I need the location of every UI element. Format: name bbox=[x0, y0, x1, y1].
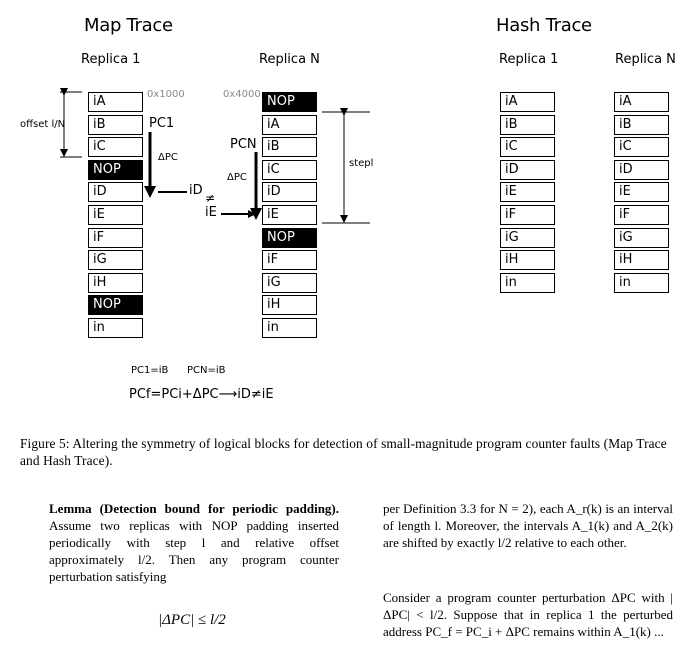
id-pointer-label: iD bbox=[189, 183, 203, 198]
map-replicaN-cell: iD bbox=[262, 182, 317, 203]
hash-replicaN-cell: iE bbox=[614, 182, 669, 203]
map-replica1-cell: iE bbox=[88, 205, 143, 225]
lemma-body: Assume two replicas with NOP padding ins… bbox=[49, 518, 339, 584]
map-replica1-cell: iH bbox=[88, 272, 143, 293]
ie-pointer-label: iE bbox=[205, 205, 217, 220]
map-replica1-cell: iG bbox=[88, 250, 143, 271]
hash-replica1-cell: iD bbox=[500, 159, 555, 180]
pc1-label: PC1 bbox=[149, 116, 175, 131]
map-replicaN-cell: iB bbox=[262, 137, 317, 158]
hash-replica1-cell: iC bbox=[500, 137, 555, 158]
hash-trace-title: Hash Trace bbox=[496, 15, 592, 36]
neq-symbol: ≠ bbox=[205, 191, 216, 205]
hash-replicaN-cell: in bbox=[614, 272, 669, 293]
hash-replica1-cell: iB bbox=[500, 114, 555, 135]
map-replicaN-cell: iF bbox=[262, 250, 317, 271]
map-replicaN-cell: iG bbox=[262, 272, 317, 293]
map-replica1-cell: iD bbox=[88, 182, 143, 203]
map-replica1-cell: in bbox=[88, 318, 143, 338]
map-replica1-label: Replica 1 bbox=[81, 52, 141, 67]
hash-replica1-label: Replica 1 bbox=[499, 52, 559, 67]
delta-pc-n-label: ΔPC bbox=[227, 172, 247, 183]
pcn-label: PCN bbox=[230, 137, 257, 152]
lemma-equation: |ΔPC| ≤ l/2 bbox=[158, 612, 226, 628]
step-label: stepl bbox=[349, 158, 374, 169]
hash-replicaN-cell: iF bbox=[614, 205, 669, 225]
hash-replica1-cell: iE bbox=[500, 182, 555, 203]
offset-label: offset l/N bbox=[20, 119, 66, 130]
map-replica1-cell: NOP bbox=[88, 295, 143, 316]
pc-formula: PCf=PCi+ΔPC⟶iD≠iE bbox=[129, 387, 274, 402]
map-replicaN-cell: iA bbox=[262, 114, 317, 135]
replicaN-base-address: 0x4000 bbox=[223, 89, 261, 100]
right-paragraph-2: Consider a program counter perturbation … bbox=[383, 590, 673, 639]
hash-replicaN-cell: iG bbox=[614, 227, 669, 248]
map-replicaN-cell: NOP bbox=[262, 227, 317, 248]
hash-replicaN-cell: iA bbox=[614, 92, 669, 112]
map-replica1-cell: NOP bbox=[88, 159, 143, 180]
right-paragraph-1: per Definition 3.3 for N = 2), each A_r(… bbox=[383, 501, 673, 550]
offset-bracket bbox=[60, 88, 82, 158]
map-replica1-cell: iA bbox=[88, 92, 143, 112]
pc1-delta-arrow bbox=[144, 132, 156, 198]
note-pcn: PCN=iB bbox=[187, 365, 226, 376]
figure-caption: Figure 5: Altering the symmetry of logic… bbox=[20, 436, 667, 468]
delta-pc-1-label: ΔPC bbox=[158, 152, 178, 163]
map-replica1-cell: iF bbox=[88, 227, 143, 248]
map-replicaN-label: Replica N bbox=[259, 52, 320, 67]
map-replicaN-cell: NOP bbox=[262, 92, 317, 112]
hash-replica1-cell: iF bbox=[500, 205, 555, 225]
figure-arrows bbox=[60, 88, 370, 224]
lemma-block: Lemma (Detection bound for periodic padd… bbox=[49, 500, 339, 585]
replica1-base-address: 0x1000 bbox=[147, 89, 185, 100]
hash-replicaN-cell: iD bbox=[614, 159, 669, 180]
hash-replica1-cell: in bbox=[500, 272, 555, 293]
map-replicaN-cell: iE bbox=[262, 205, 317, 225]
map-trace-title: Map Trace bbox=[84, 15, 173, 36]
map-replica1-cell: iB bbox=[88, 114, 143, 135]
map-replicaN-cell: in bbox=[262, 318, 317, 338]
hash-replica1-cell: iA bbox=[500, 92, 555, 112]
hash-replicaN-cell: iC bbox=[614, 137, 669, 158]
hash-replicaN-label: Replica N bbox=[615, 52, 676, 67]
hash-replicaN-cell: iH bbox=[614, 250, 669, 271]
hash-replica1-cell: iH bbox=[500, 250, 555, 271]
map-replica1-cell: iC bbox=[88, 137, 143, 158]
lemma-title: Lemma (Detection bound for periodic padd… bbox=[49, 501, 339, 516]
note-pc1: PC1=iB bbox=[131, 365, 169, 376]
map-replicaN-cell: iC bbox=[262, 159, 317, 180]
step-bracket bbox=[322, 108, 370, 224]
pcn-delta-arrow bbox=[250, 152, 262, 220]
map-replicaN-cell: iH bbox=[262, 295, 317, 316]
hash-replica1-cell: iG bbox=[500, 227, 555, 248]
hash-replicaN-cell: iB bbox=[614, 114, 669, 135]
ie-pointer-arrow bbox=[221, 210, 256, 218]
